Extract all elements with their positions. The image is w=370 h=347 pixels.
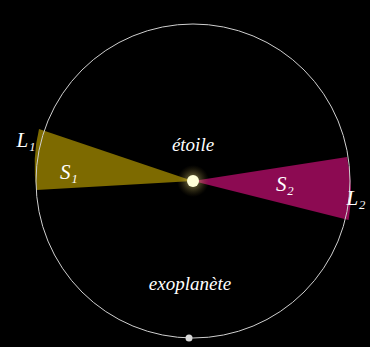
star-label: étoile: [172, 135, 214, 154]
area-label: S₂: [276, 174, 294, 195]
sector-s1: [35, 129, 193, 190]
sector-s2: [193, 157, 351, 220]
star-glow: [177, 165, 209, 197]
orbit-ellipse: [36, 24, 350, 338]
star: [187, 175, 199, 187]
point-label: L₁: [17, 130, 36, 151]
planet-label: exoplanète: [149, 274, 231, 293]
point-label: L₂: [347, 188, 366, 209]
area-label: S₁: [60, 162, 78, 183]
exoplanet-dot: [186, 335, 193, 342]
